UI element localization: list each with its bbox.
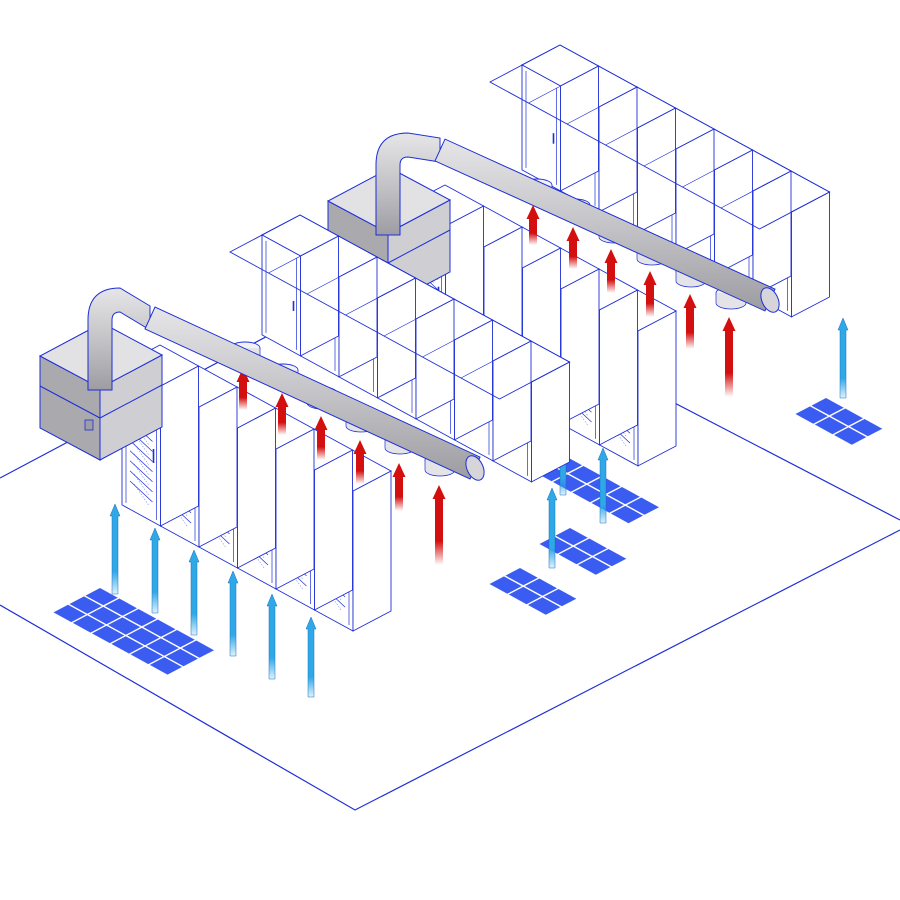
cold-air-arrow <box>189 550 199 635</box>
floor-tile <box>591 495 624 513</box>
floor-tile <box>108 617 141 635</box>
floor-tile <box>181 640 214 658</box>
roof-segment-line <box>643 128 715 167</box>
floor-tile <box>528 597 561 615</box>
floor-tile <box>104 598 137 616</box>
server-rack <box>261 214 340 357</box>
floor-tile <box>69 596 102 614</box>
floor-tile <box>795 406 828 424</box>
hot-air-arrow <box>683 294 697 349</box>
floor-tile <box>124 609 157 627</box>
floor-tile <box>626 497 659 515</box>
floor-tile <box>555 528 588 546</box>
floor-tile <box>834 427 867 445</box>
floor-tile <box>539 536 572 554</box>
cold-air-arrow <box>598 448 608 523</box>
containment-roof <box>489 44 831 230</box>
hot-air-arrow <box>432 485 446 565</box>
duct-end-cap <box>465 455 485 481</box>
server-rack-row-back-rear <box>489 44 831 318</box>
roof-segment-line <box>566 86 638 125</box>
cold-air-arrow <box>110 504 120 594</box>
floor-tile <box>165 648 198 667</box>
hot-air-arrow <box>353 440 367 484</box>
floor-tile <box>578 557 611 575</box>
duct-pipe <box>434 138 776 312</box>
floor-tile <box>130 646 163 665</box>
server-rack-row-front-front <box>121 344 392 632</box>
floor-tile <box>610 505 643 524</box>
floor-tile <box>569 466 602 484</box>
floor-tile <box>53 604 86 623</box>
hot-air-arrow <box>314 416 328 460</box>
roof-segment-line <box>383 298 455 337</box>
floor-tile <box>830 408 863 426</box>
server-rack-row-front-rear <box>229 214 571 483</box>
floor-tile <box>544 589 577 607</box>
cold-air-arrow <box>547 488 557 568</box>
floor-tile <box>558 546 591 565</box>
duct-end-cap <box>760 287 780 313</box>
floor-tile <box>162 630 195 648</box>
floor-tile <box>111 636 144 654</box>
floor-tile <box>607 487 640 505</box>
hot-air-arrow <box>275 393 289 435</box>
hot-air-arrow <box>643 271 657 317</box>
floor-tile <box>127 627 160 646</box>
floor-tile <box>594 549 627 567</box>
roof-segment-line <box>460 340 532 379</box>
roof-segment-line <box>345 277 416 316</box>
cold-air-arrow <box>228 571 238 656</box>
floor-tile <box>524 578 557 596</box>
roof-segment-line <box>605 107 676 146</box>
roof-segment-line <box>720 170 792 209</box>
roof-segment-line <box>268 235 339 274</box>
roof-segment-line <box>306 256 378 295</box>
floor-tile <box>149 657 182 675</box>
duct-pipe <box>144 306 481 480</box>
floor-tile <box>572 484 605 503</box>
server-rack <box>521 44 600 192</box>
floor-tile <box>92 625 125 644</box>
floor-tile <box>146 638 179 656</box>
cold-air-arrow <box>838 318 848 398</box>
floor-tile <box>814 416 847 435</box>
floor-tile <box>811 398 844 416</box>
hot-air-arrow <box>392 463 406 511</box>
floor-tile <box>850 419 883 437</box>
exhaust-duct-back <box>326 132 780 313</box>
hot-air-arrow <box>566 227 580 269</box>
hot-air-arrow <box>526 205 540 245</box>
airflow-arrows-front <box>109 368 558 698</box>
hot-air-arrow <box>604 249 618 293</box>
floor-tile <box>143 619 176 637</box>
exhaust-duct-front <box>38 287 485 481</box>
hot-air-arrow <box>236 368 250 410</box>
roof-segment-line <box>528 65 599 104</box>
containment-roof <box>229 214 571 400</box>
hot-air-arrow <box>722 317 736 397</box>
cold-air-arrow <box>267 594 277 679</box>
cold-air-arrow <box>306 617 316 697</box>
perforated-floor-tiles-front <box>53 528 627 675</box>
roof-segment-line <box>422 319 493 358</box>
roof-segment-line <box>682 149 753 188</box>
floor-tile <box>489 576 522 594</box>
floor-tile <box>88 606 121 625</box>
floor-tile <box>574 538 607 556</box>
floor-tile <box>85 588 118 606</box>
floor-tile <box>508 586 541 605</box>
floor-tile <box>72 615 105 633</box>
cold-air-arrow <box>150 528 160 613</box>
floor-tile <box>505 568 538 586</box>
